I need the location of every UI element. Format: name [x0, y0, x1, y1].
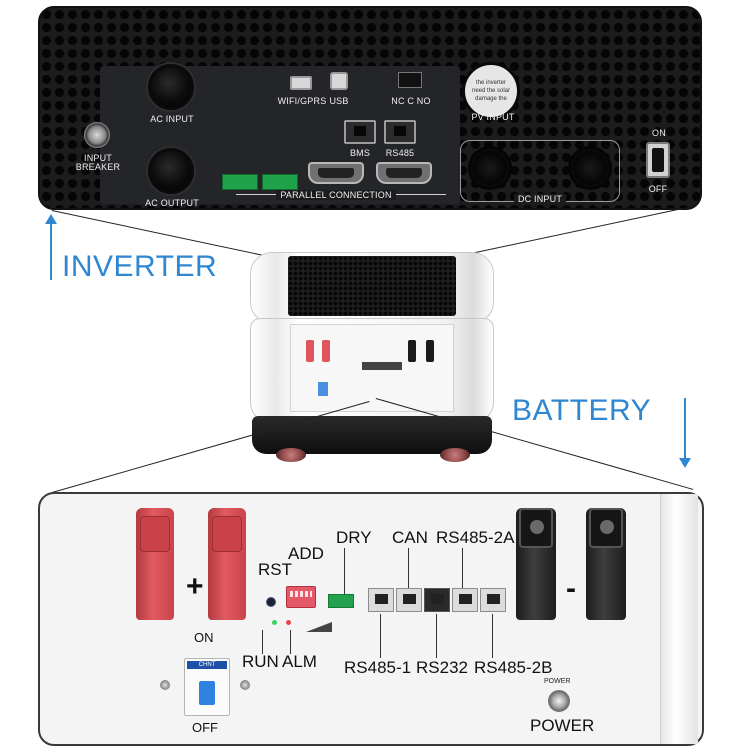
ac-input-port[interactable]	[148, 64, 194, 110]
rs485-2a-label: RS485-2A	[436, 528, 515, 547]
mini-negative-terminal-1	[408, 340, 416, 362]
parallel-connection-label: PARALLEL CONNECTION	[276, 190, 396, 200]
power-rocker-switch[interactable]	[646, 142, 670, 178]
add-dip-switch[interactable]	[286, 586, 316, 608]
run-label: RUN	[242, 652, 279, 671]
add-label: ADD	[288, 544, 324, 563]
rs485-2b-port[interactable]	[480, 588, 506, 612]
device-foot-left	[276, 448, 306, 462]
rs485-1-label: RS485-1	[344, 658, 412, 677]
mini-positive-terminal-1	[306, 340, 314, 362]
run-led	[272, 620, 277, 625]
inverter-detail-panel: AC INPUT AC OUTPUT INPUT BREAKER WIFI/GP…	[38, 6, 702, 210]
can-label: CAN	[392, 528, 428, 547]
negative-terminal-1-cap	[519, 508, 553, 548]
power-small-label: POWER	[544, 678, 571, 685]
ac-input-label: AC INPUT	[150, 114, 194, 124]
positive-terminal-1-cap	[140, 516, 170, 552]
rst-label: RST	[258, 560, 292, 579]
rs485-label: RS485	[385, 148, 415, 158]
ac-output-label: AC OUTPUT	[145, 198, 199, 208]
rs232-leader	[436, 614, 437, 658]
parallel-terminal-1[interactable]	[222, 174, 258, 190]
switch-on-label: ON	[652, 128, 666, 138]
rs485-2b-label: RS485-2B	[474, 658, 553, 677]
mini-port-row	[362, 362, 402, 370]
zoom-line-top-right	[466, 208, 682, 255]
positive-symbol: +	[186, 570, 204, 603]
inverter-label: INVERTER	[62, 250, 218, 283]
screw-left-icon	[160, 680, 170, 690]
dry-label: DRY	[336, 528, 372, 547]
alm-leader	[290, 630, 291, 654]
power-button[interactable]	[548, 690, 570, 712]
dry-contact-port[interactable]	[398, 72, 422, 88]
rs485-port[interactable]	[384, 120, 416, 144]
positive-terminal-1[interactable]	[136, 508, 174, 620]
soc-indicator-icon	[306, 622, 332, 632]
dc-input-gland-2[interactable]	[568, 146, 612, 190]
positive-terminal-2-cap	[212, 516, 242, 552]
breaker-brand: CHNT	[187, 661, 227, 669]
negative-terminal-1[interactable]	[516, 508, 556, 620]
usb-port[interactable]	[330, 72, 348, 90]
power-label: POWER	[530, 716, 595, 735]
parallel-port-2[interactable]	[376, 162, 432, 184]
switch-off-label: OFF	[648, 184, 668, 194]
rs485-1-port[interactable]	[368, 588, 394, 612]
bms-port[interactable]	[344, 120, 376, 144]
wifi-gprs-port[interactable]	[290, 76, 312, 90]
battery-arrow-shaft	[684, 398, 686, 460]
inverter-front-face	[288, 256, 456, 316]
mini-breaker	[318, 382, 328, 396]
rs485-1-leader	[380, 614, 381, 658]
run-leader	[262, 630, 263, 654]
input-breaker-knob[interactable]	[84, 122, 110, 148]
screw-right-icon	[240, 680, 250, 690]
positive-terminal-2[interactable]	[208, 508, 246, 620]
inverter-arrow-shaft	[50, 222, 52, 280]
can-port[interactable]	[396, 588, 422, 612]
rs485-2a-leader	[462, 548, 463, 588]
pv-warning-sticker: the inverter need the solar damage the	[462, 62, 520, 120]
battery-arrow-down-icon	[679, 458, 691, 468]
parallel-port-1[interactable]	[308, 162, 364, 184]
rs485-2b-leader	[492, 614, 493, 658]
inverter-arrow-up-icon	[45, 214, 57, 224]
rs232-label: RS232	[416, 658, 468, 677]
battery-panel-edge	[660, 494, 698, 744]
alm-led	[286, 620, 291, 625]
parallel-terminal-2[interactable]	[262, 174, 298, 190]
breaker-off-label: OFF	[192, 720, 218, 735]
mini-negative-terminal-2	[426, 340, 434, 362]
negative-terminal-2[interactable]	[586, 508, 626, 620]
can-leader	[408, 548, 409, 588]
wifi-gprs-label: WIFI/GPRS	[277, 96, 327, 106]
breaker-switch[interactable]	[199, 681, 215, 705]
dry-contact-terminal[interactable]	[328, 594, 354, 608]
rs485-2a-port[interactable]	[452, 588, 478, 612]
dry-contact-label: NC C NO	[391, 96, 431, 106]
ac-output-port[interactable]	[148, 148, 194, 194]
battery-label: BATTERY	[512, 394, 652, 427]
bms-label: BMS	[349, 148, 371, 158]
device-foot-right	[440, 448, 470, 462]
input-breaker-label: INPUT BREAKER	[75, 153, 121, 172]
pv-input-label: PV INPUT	[471, 112, 515, 122]
battery-breaker[interactable]: CHNT	[184, 658, 230, 716]
negative-terminal-2-cap	[589, 508, 623, 548]
alm-label: ALM	[282, 652, 317, 671]
usb-label: USB	[329, 96, 349, 106]
rst-button[interactable]	[266, 597, 276, 607]
mini-positive-terminal-2	[322, 340, 330, 362]
rs232-port[interactable]	[424, 588, 450, 612]
dc-input-label: DC INPUT	[514, 194, 566, 204]
dry-leader	[344, 548, 345, 594]
dc-input-gland-1[interactable]	[468, 146, 512, 190]
breaker-on-label: ON	[194, 630, 214, 645]
negative-symbol: -	[566, 572, 576, 605]
